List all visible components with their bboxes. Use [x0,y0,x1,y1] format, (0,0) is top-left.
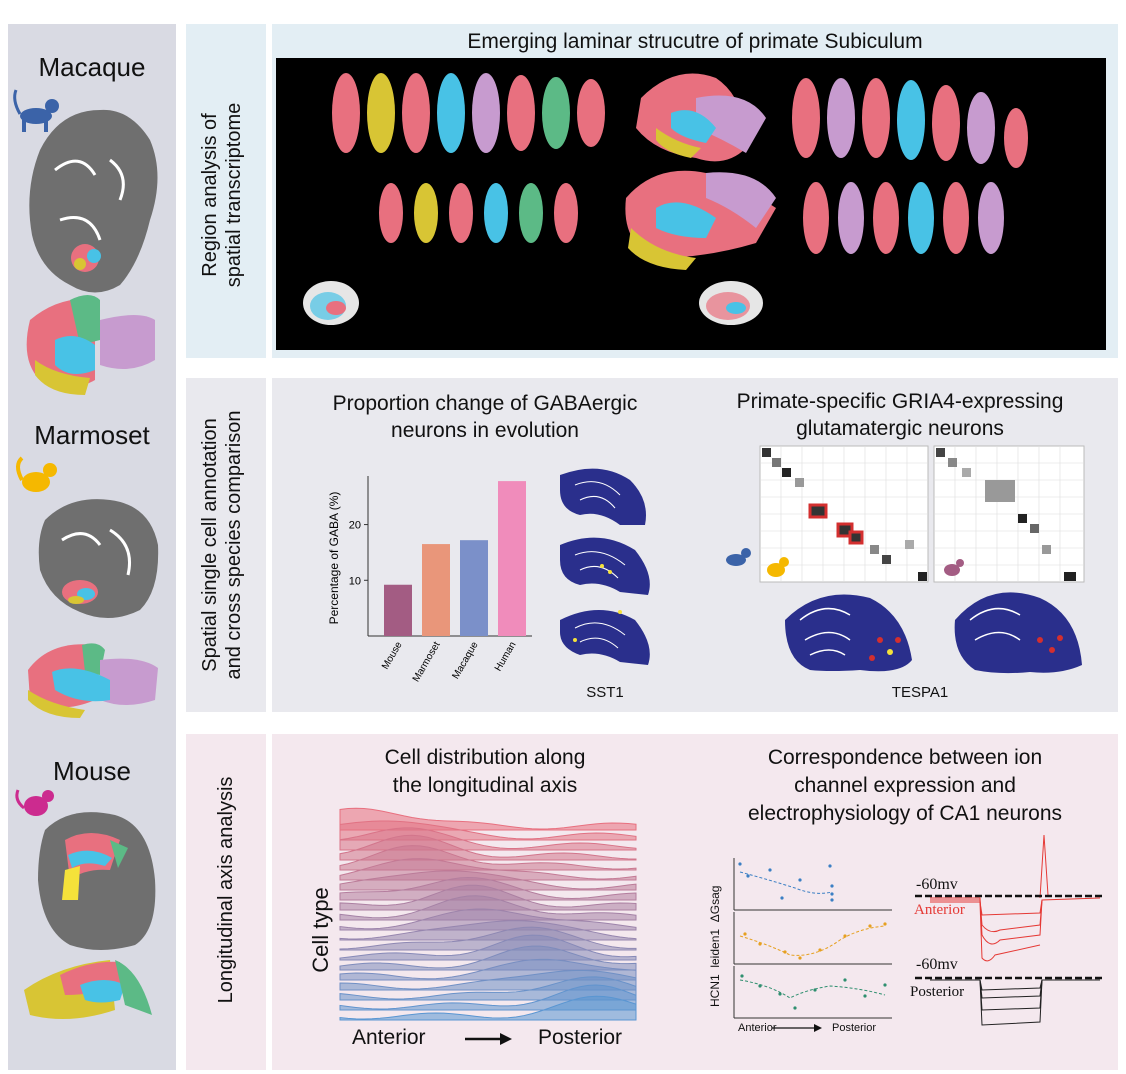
section-row-mid-right [803,182,1004,254]
chart-y-tick-label: 20 [349,520,361,532]
section3-right-title: Correspondence between ion channel expre… [710,744,1100,828]
ridge-11 [339,908,637,931]
mouse-brain-section [38,812,156,950]
ridge-10 [339,895,637,921]
section2-left-title-line2: neurons in evolution [391,419,579,442]
subiculum-sections-drawing [303,73,1028,325]
tespa1-label: TESPA1 [891,684,949,701]
chart-bar-mouse [384,584,412,636]
small-species-icons [726,548,964,577]
scatter-panel-bottom [733,966,892,1019]
sst1-label: SST1 [586,684,624,701]
section1-side-panel [186,24,266,358]
trace-anterior-label: Anterior [914,902,965,918]
section1-title: Emerging laminar strucutre of primate Su… [467,30,923,53]
species-label-macaque: Macaque [38,52,146,82]
section2-side-panel [186,378,266,712]
subiculum-image-panel [276,58,1106,350]
section3-left-title-line2: the longitudinal axis [392,774,578,797]
macaque-icon [13,89,59,132]
trace-anterior [930,834,1101,962]
section2-left-title-line1: Proportion change of GABAergic [332,392,638,415]
sst1-map-2 [560,537,650,595]
section3-right-title-line2: channel expression and [794,774,1016,797]
section2-right-title: Primate-specific GRIA4-expressing glutam… [700,388,1100,442]
macaque-hippocampus [26,295,155,395]
chart-y-axis-label: Percentage of GABA (%) [327,492,341,625]
section-row-top-left [332,73,605,153]
mouse-icon [15,789,54,816]
macaque-brain-section [29,109,158,293]
section2-right-title-line2: glutamatergic neurons [796,417,1004,440]
trace-posterior-label: Posterior [910,984,965,1000]
sst1-map-1 [560,468,646,525]
section2-left-title: Proportion change of GABAergic neurons i… [290,390,680,444]
chart-bar-macaque [460,540,488,636]
section-row-top-right [792,78,1028,168]
ridge-20 [339,995,637,1021]
section-center-top [636,73,766,162]
scatter-panel-top [733,858,892,911]
species-label-marmoset: Marmoset [34,420,150,450]
section-center-mid [625,170,776,270]
section-row-mid-left [379,183,578,243]
section3-right-title-line1: Correspondence between ion [767,746,1043,769]
species-label-mouse: Mouse [52,756,132,786]
marmoset-brain-section [38,499,159,619]
chart-y-tick-label: 10 [349,575,361,587]
small-posterior-label: Posterior [832,1022,877,1034]
posterior-label: Posterior [538,1026,623,1049]
trace-voltage-top: -60mv [916,876,958,893]
section-small-center [699,281,763,325]
trace-posterior [930,979,1100,1026]
section3-left-title-line1: Cell distribution along [384,746,586,769]
tespa1-map-mouse [954,592,1082,674]
sst1-map-3 [560,610,650,665]
chart-bar-human [498,481,526,636]
section3-side-panel [186,734,266,1070]
marmoset-hippocampus [28,643,158,718]
anterior-label: Anterior [352,1026,426,1049]
marmoset-icon [16,456,57,492]
small-anterior-label: Anterior [738,1022,777,1034]
chart-bar-marmoset [422,544,450,636]
scatter-panel-mid [733,912,892,965]
section3-left-title: Cell distribution along the longitudinal… [300,744,670,800]
mouse-hippocampus [24,960,152,1019]
section-small-left [303,281,359,325]
section2-right-title-line1: Primate-specific GRIA4-expressing [736,390,1064,413]
section3-right-title-line3: electrophysiology of CA1 neurons [747,802,1062,825]
tespa1-map-primate [785,594,912,672]
trace-voltage-bottom: -60mv [916,956,958,973]
